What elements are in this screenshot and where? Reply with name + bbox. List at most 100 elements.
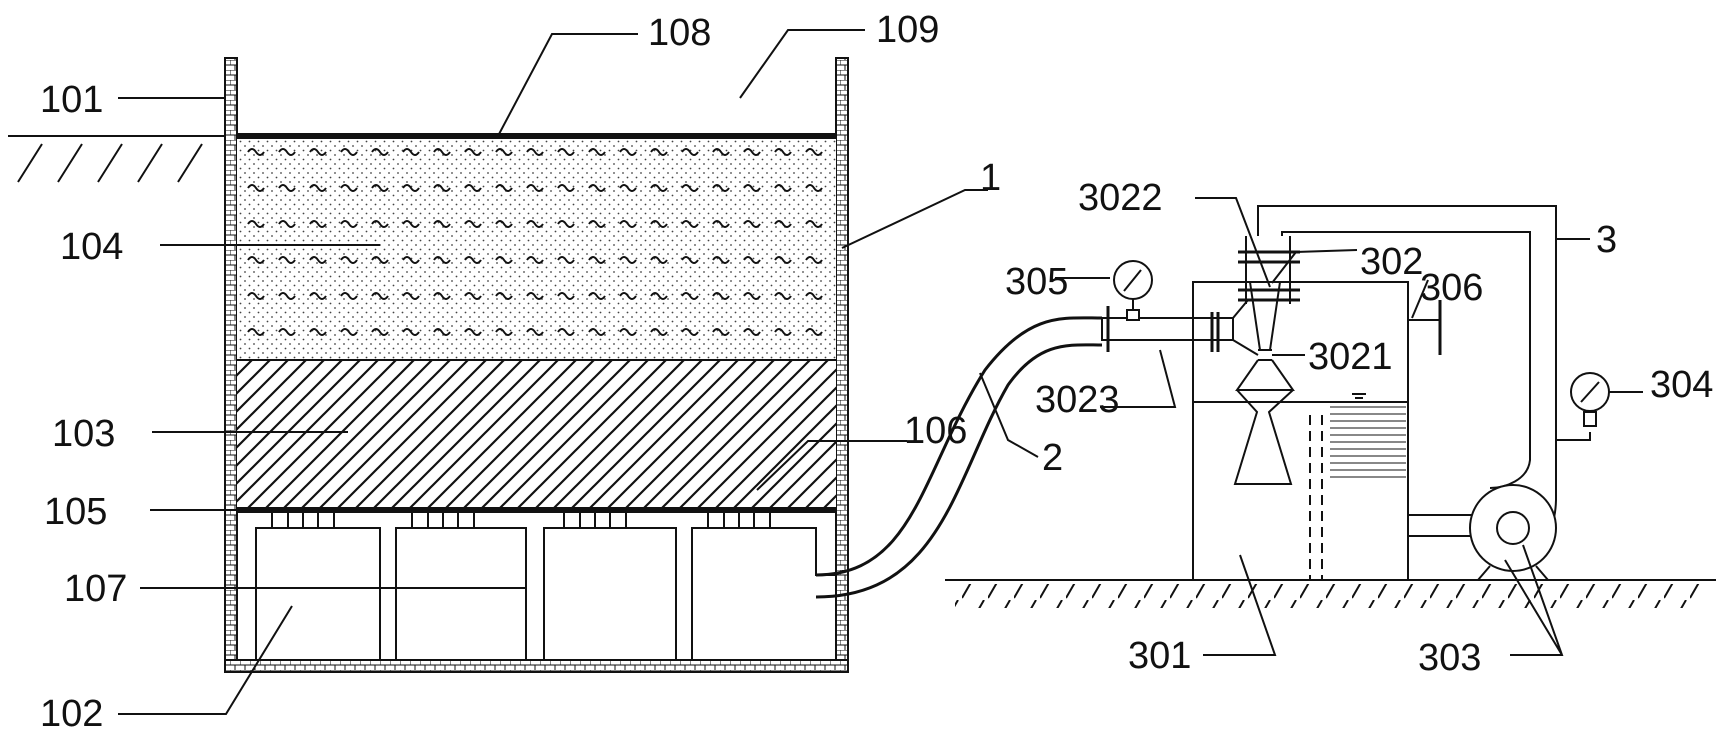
wave-mark bbox=[402, 328, 420, 336]
wave-mark bbox=[464, 292, 482, 300]
ground-right bbox=[945, 579, 1716, 608]
wave-mark bbox=[526, 148, 544, 156]
layer-104 bbox=[237, 136, 836, 360]
support-stub bbox=[707, 510, 771, 528]
wave-mark bbox=[774, 328, 792, 336]
water-surface bbox=[1330, 402, 1406, 482]
wave-mark bbox=[433, 256, 451, 264]
support-stub bbox=[563, 510, 627, 528]
wave-mark bbox=[619, 148, 637, 156]
wave-mark bbox=[588, 220, 606, 228]
wave-mark bbox=[650, 292, 668, 300]
wave-mark bbox=[340, 148, 358, 156]
label-305: 305 bbox=[1005, 261, 1068, 303]
wave-mark bbox=[681, 256, 699, 264]
wave-mark bbox=[526, 292, 544, 300]
label-107: 107 bbox=[64, 568, 127, 610]
wave-mark bbox=[805, 148, 823, 156]
wave-mark bbox=[247, 328, 265, 336]
wave-mark bbox=[371, 148, 389, 156]
wave-mark bbox=[309, 256, 327, 264]
wave-mark bbox=[278, 292, 296, 300]
wave-mark bbox=[402, 292, 420, 300]
label-104: 104 bbox=[60, 226, 123, 268]
layer-103 bbox=[237, 360, 836, 510]
wave-mark bbox=[712, 220, 730, 228]
wave-mark bbox=[588, 184, 606, 192]
wave-mark bbox=[247, 220, 265, 228]
wave-mark bbox=[805, 328, 823, 336]
leader-lines bbox=[118, 29, 1643, 715]
label-103: 103 bbox=[52, 413, 115, 455]
wave-mark bbox=[743, 184, 761, 192]
wave-mark bbox=[278, 256, 296, 264]
wave-mark bbox=[712, 256, 730, 264]
wave-mark bbox=[278, 220, 296, 228]
wave-mark bbox=[526, 220, 544, 228]
wave-mark bbox=[712, 328, 730, 336]
wave-mark bbox=[464, 256, 482, 264]
wave-mark bbox=[650, 256, 668, 264]
wave-mark bbox=[278, 148, 296, 156]
label-304: 304 bbox=[1650, 364, 1713, 406]
wave-mark bbox=[247, 256, 265, 264]
wave-mark bbox=[805, 220, 823, 228]
wave-mark bbox=[743, 328, 761, 336]
wave-mark bbox=[371, 256, 389, 264]
wave-mark bbox=[619, 184, 637, 192]
wave-mark bbox=[588, 148, 606, 156]
wave-marks bbox=[247, 148, 823, 336]
wave-mark bbox=[557, 148, 575, 156]
wave-mark bbox=[247, 184, 265, 192]
label-102: 102 bbox=[40, 693, 103, 735]
wave-mark bbox=[681, 328, 699, 336]
wave-mark bbox=[433, 184, 451, 192]
wave-mark bbox=[774, 220, 792, 228]
wave-mark bbox=[619, 292, 637, 300]
wave-mark bbox=[495, 328, 513, 336]
label-3021: 3021 bbox=[1308, 336, 1393, 378]
wave-mark bbox=[557, 328, 575, 336]
wave-mark bbox=[309, 184, 327, 192]
wave-mark bbox=[495, 256, 513, 264]
label-303: 303 bbox=[1418, 637, 1481, 679]
ground-left bbox=[8, 135, 225, 183]
wave-mark bbox=[309, 292, 327, 300]
wave-mark bbox=[588, 292, 606, 300]
wave-mark bbox=[433, 292, 451, 300]
label-306: 306 bbox=[1420, 267, 1483, 309]
wave-mark bbox=[650, 184, 668, 192]
wave-mark bbox=[557, 256, 575, 264]
wave-mark bbox=[774, 184, 792, 192]
label-106: 106 bbox=[904, 410, 967, 452]
label-302: 302 bbox=[1360, 241, 1423, 283]
wave-mark bbox=[619, 328, 637, 336]
wave-mark bbox=[805, 292, 823, 300]
wave-mark bbox=[371, 220, 389, 228]
wave-mark bbox=[619, 256, 637, 264]
wave-mark bbox=[247, 148, 265, 156]
wave-mark bbox=[278, 328, 296, 336]
wave-mark bbox=[743, 148, 761, 156]
wave-mark bbox=[650, 328, 668, 336]
tank-body bbox=[224, 57, 849, 673]
wave-mark bbox=[309, 328, 327, 336]
wave-mark bbox=[743, 256, 761, 264]
wave-mark bbox=[526, 328, 544, 336]
wave-mark bbox=[681, 220, 699, 228]
wave-mark bbox=[774, 292, 792, 300]
label-108: 108 bbox=[648, 12, 711, 54]
label-1: 1 bbox=[980, 157, 1001, 199]
wave-mark bbox=[557, 220, 575, 228]
label-301: 301 bbox=[1128, 635, 1191, 677]
label-2: 2 bbox=[1042, 437, 1063, 479]
wave-mark bbox=[464, 220, 482, 228]
wave-mark bbox=[402, 256, 420, 264]
wave-mark bbox=[340, 220, 358, 228]
chambers-102 bbox=[255, 527, 836, 660]
wave-mark bbox=[743, 220, 761, 228]
tank-wall-left bbox=[224, 57, 238, 673]
wave-mark bbox=[464, 184, 482, 192]
wave-mark bbox=[371, 292, 389, 300]
